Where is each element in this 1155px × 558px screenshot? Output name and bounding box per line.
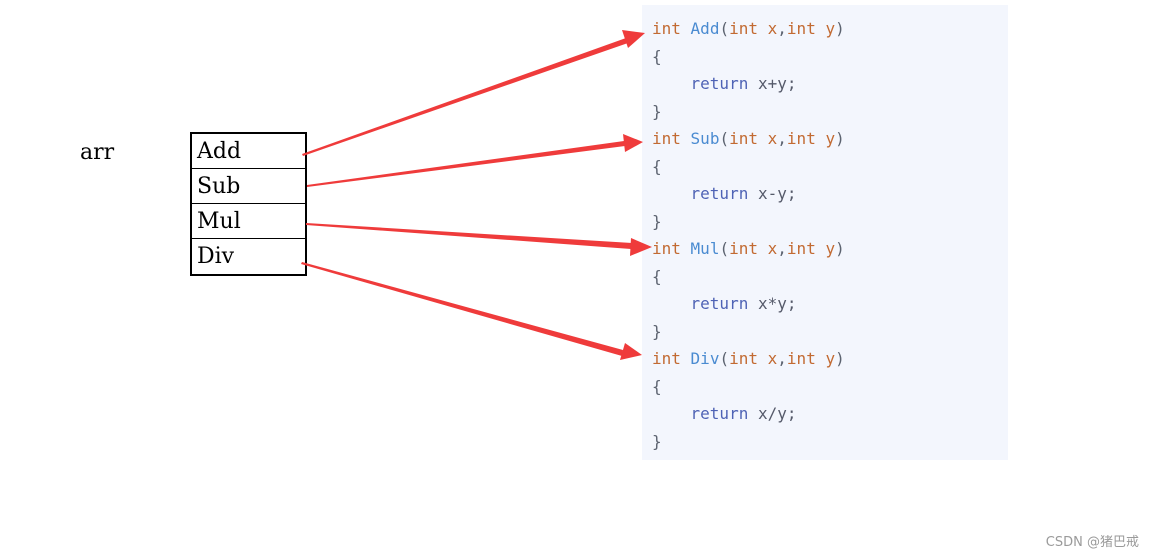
watermark: CSDN @猪巴戒 bbox=[1045, 535, 1139, 550]
close-brace: } bbox=[652, 211, 662, 231]
array-cell-add: Add bbox=[192, 134, 305, 169]
open-brace: { bbox=[652, 266, 662, 286]
array-cell-mul: Mul bbox=[192, 204, 305, 239]
return-line-mul: return x*y; bbox=[690, 294, 797, 313]
arrow-div bbox=[301, 262, 642, 360]
close-brace: } bbox=[652, 321, 662, 341]
code-block: int Add(int x,int y) { return x+y; } int… bbox=[642, 5, 1008, 460]
function-name-sub: Sub bbox=[690, 129, 720, 148]
open-brace: { bbox=[652, 376, 662, 396]
function-signature-add: int Add(int x,int y) bbox=[652, 19, 845, 38]
array-table: Add Sub Mul Div bbox=[190, 132, 307, 276]
close-brace: } bbox=[652, 101, 662, 121]
function-name-mul: Mul bbox=[690, 239, 720, 258]
arrow-sub bbox=[307, 134, 643, 187]
return-line-div: return x/y; bbox=[690, 404, 797, 423]
array-cell-div: Div bbox=[197, 244, 235, 269]
return-line-add: return x+y; bbox=[690, 74, 797, 93]
function-signature-div: int Div(int x,int y) bbox=[652, 349, 845, 368]
function-name-div: Div bbox=[690, 349, 720, 368]
array-label: arr bbox=[80, 140, 115, 165]
open-brace: { bbox=[652, 46, 662, 66]
array-cell-sub: Sub bbox=[192, 169, 305, 204]
function-name-add: Add bbox=[690, 19, 720, 38]
arrow-add bbox=[302, 30, 645, 156]
close-brace: } bbox=[652, 431, 662, 451]
arrow-mul bbox=[306, 223, 652, 256]
function-signature-mul: int Mul(int x,int y) bbox=[652, 239, 845, 258]
function-signature-sub: int Sub(int x,int y) bbox=[652, 129, 845, 148]
open-brace: { bbox=[652, 156, 662, 176]
return-line-sub: return x-y; bbox=[690, 184, 797, 203]
